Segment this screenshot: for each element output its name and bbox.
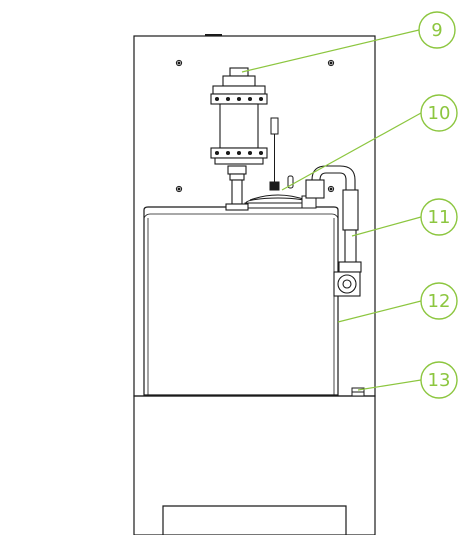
callout-9: 9 [418,11,456,49]
leader-11 [351,216,422,237]
callout-12: 12 [420,282,458,320]
callout-10-label: 10 [428,103,451,124]
leader-13 [357,379,422,391]
discharge-pipe [305,165,362,297]
leader-9 [241,29,420,73]
callout-10: 10 [420,94,458,132]
drain-outlet [351,387,365,397]
tank-lid [244,194,317,209]
mounting-holes [175,59,335,193]
callout-13: 13 [420,361,458,399]
base-cutout [162,505,347,535]
leader-lines [241,29,422,391]
dosing-pump [210,67,268,165]
callout-13-label: 13 [428,370,451,391]
callout-9-label: 9 [431,20,442,41]
suction-pipe [225,165,249,211]
leader-12 [337,300,422,323]
callout-11-label: 11 [428,207,451,228]
callouts: 9 10 11 12 13 [418,11,458,399]
callout-12-label: 12 [428,291,451,312]
leader-10 [281,112,422,191]
base-plinth [133,395,376,535]
cabinet [133,34,376,535]
level-switch [269,117,294,191]
tank [143,206,339,396]
callout-11: 11 [420,198,458,236]
